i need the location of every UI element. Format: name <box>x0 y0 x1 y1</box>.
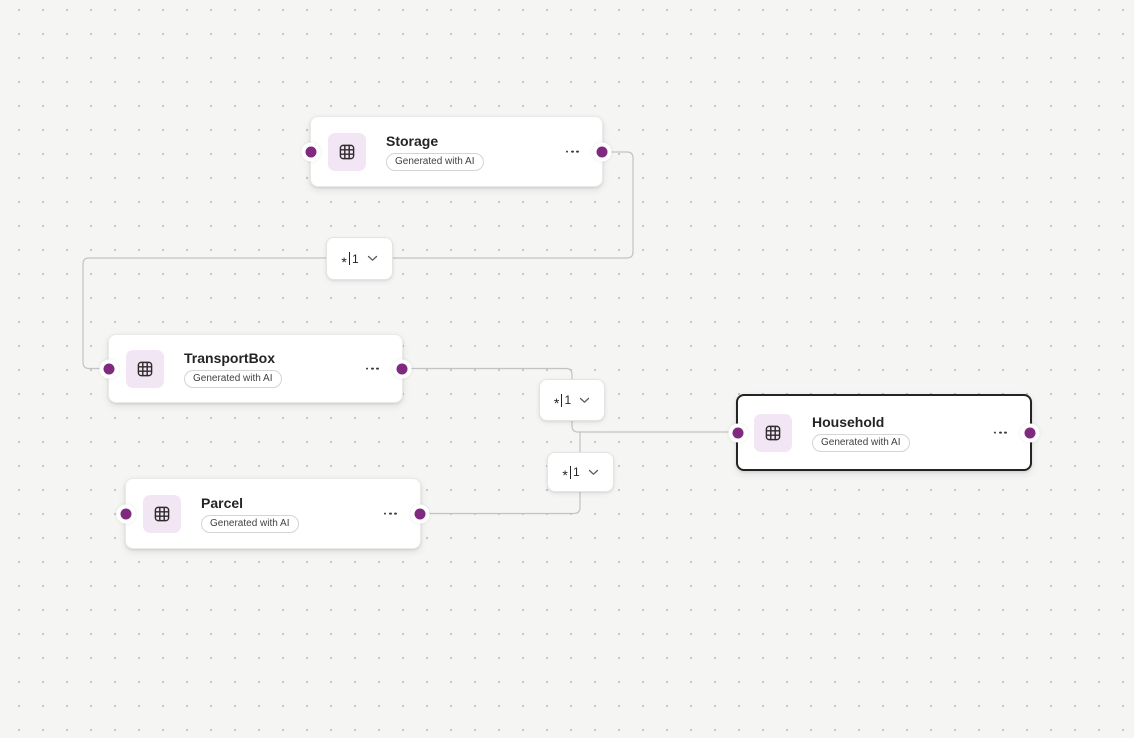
table-node-transportbox[interactable]: TransportBox Generated with AI <box>103 334 408 403</box>
more-options-button[interactable] <box>563 145 582 158</box>
table-grid-icon <box>126 349 164 388</box>
cardinality-chip-parcel-household[interactable]: * 1 <box>547 452 614 492</box>
table-title: Storage <box>386 132 439 149</box>
more-horizontal-icon <box>383 512 387 515</box>
generated-with-ai-badge: Generated with AI <box>201 514 299 533</box>
cardinality-label: * 1 <box>562 465 580 483</box>
generated-with-ai-badge: Generated with AI <box>812 433 910 452</box>
connection-port-right[interactable] <box>1024 427 1036 438</box>
node-text: TransportBox Generated with AI <box>184 350 282 388</box>
generated-with-ai-badge: Generated with AI <box>184 369 282 388</box>
more-horizontal-icon <box>993 431 997 434</box>
cardinality-label: * 1 <box>553 393 572 411</box>
table-node-storage[interactable]: Storage Generated with AI <box>305 116 608 187</box>
chevron-down-icon <box>588 469 598 475</box>
connection-port-right[interactable] <box>396 363 408 374</box>
cardinality-chip-transportbox-household[interactable]: * 1 <box>539 379 605 421</box>
more-options-button[interactable] <box>363 362 382 375</box>
connection-port-right[interactable] <box>414 508 426 519</box>
connection-port-left[interactable] <box>305 146 317 157</box>
table-title: Parcel <box>201 494 244 511</box>
connection-port-left[interactable] <box>732 427 744 438</box>
table-title: TransportBox <box>184 349 276 366</box>
node-text: Household Generated with AI <box>812 414 910 452</box>
node-text: Parcel Generated with AI <box>201 495 299 533</box>
node-text: Storage Generated with AI <box>386 133 484 171</box>
table-node-household[interactable]: Household Generated with AI <box>732 394 1036 471</box>
table-grid-icon <box>143 494 181 533</box>
chevron-down-icon <box>580 397 590 403</box>
more-options-button[interactable] <box>991 426 1010 439</box>
connection-port-left[interactable] <box>120 508 132 519</box>
cardinality-label: * 1 <box>341 251 359 270</box>
cardinality-chip-storage-transportbox[interactable]: * 1 <box>326 237 393 280</box>
connection-port-right[interactable] <box>596 146 608 157</box>
more-options-button[interactable] <box>381 507 400 520</box>
chevron-down-icon <box>367 255 377 261</box>
generated-with-ai-badge: Generated with AI <box>386 152 484 171</box>
table-grid-icon <box>328 132 366 171</box>
more-horizontal-icon <box>365 367 369 370</box>
connection-port-left[interactable] <box>103 363 115 374</box>
more-horizontal-icon <box>565 150 569 153</box>
table-grid-icon <box>754 413 792 452</box>
table-title: Household <box>812 413 885 430</box>
table-node-parcel[interactable]: Parcel Generated with AI <box>120 478 426 549</box>
